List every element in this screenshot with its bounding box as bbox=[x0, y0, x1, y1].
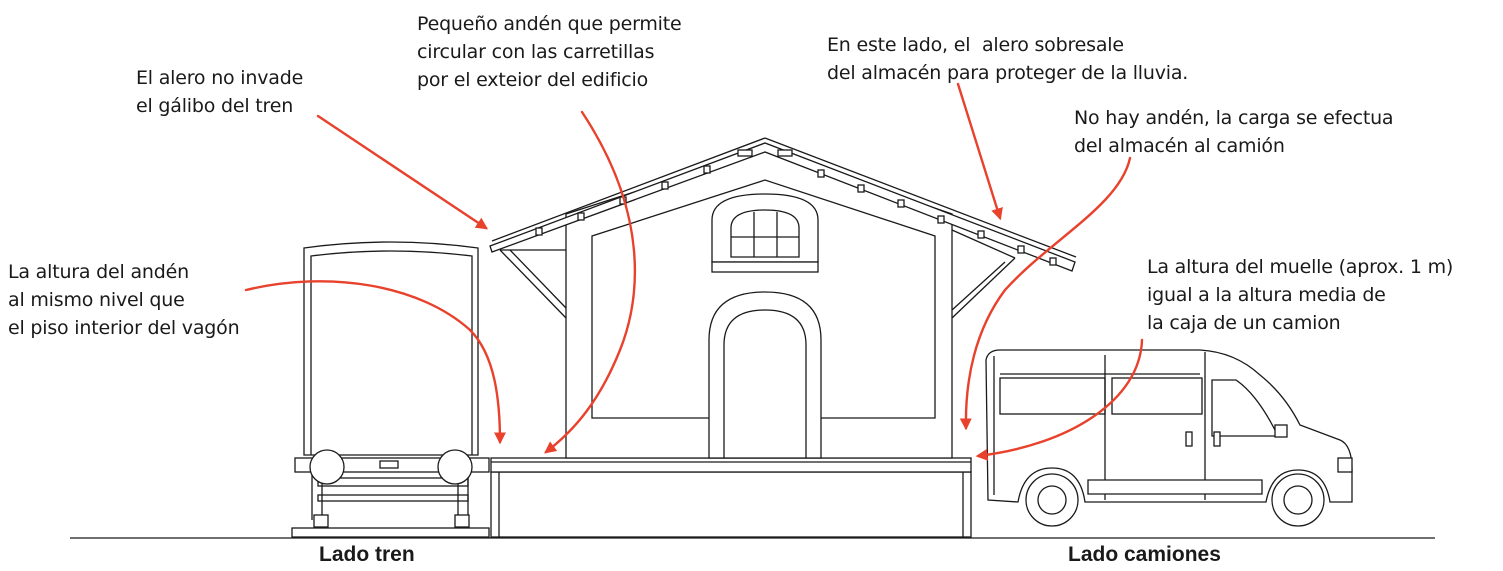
right-eave-bracket bbox=[951, 229, 1016, 319]
annotation-eave-clearance: El alero no invade el gálibo del tren bbox=[136, 67, 304, 117]
rail-wagon bbox=[291, 241, 490, 538]
train-side-label: Lado tren bbox=[319, 543, 415, 566]
annotation-arrows bbox=[244, 82, 1144, 461]
door bbox=[708, 291, 822, 459]
arrow-no-platform bbox=[959, 156, 1132, 431]
arrow-platform-height bbox=[244, 280, 506, 445]
annotation-no-platform: No hay andén, la carga se efectua del al… bbox=[1074, 107, 1394, 157]
arched-window bbox=[711, 193, 819, 273]
platform-slab bbox=[490, 457, 972, 473]
delivery-van bbox=[985, 349, 1353, 527]
annotation-dock-height: La altura del muelle (aprox. 1 m) igual … bbox=[1147, 256, 1454, 334]
warehouse-building bbox=[489, 137, 1077, 538]
truck-side-label: Lado camiones bbox=[1068, 543, 1221, 566]
arrow-eave-overhang bbox=[956, 82, 1003, 221]
annotation-eave-overhang: En este lado, el alero sobresale del alm… bbox=[827, 34, 1189, 84]
arrow-eave-clearance bbox=[316, 114, 488, 230]
dock-base bbox=[490, 471, 972, 538]
annotation-small-platform: Pequeño andén que permite circular con l… bbox=[417, 13, 682, 91]
arrow-dock-height bbox=[975, 338, 1144, 461]
arrow-small-platform bbox=[544, 110, 637, 454]
roof bbox=[489, 137, 1077, 272]
rafter-ends bbox=[535, 165, 1057, 266]
annotation-platform-height: La altura del andén al mismo nivel que e… bbox=[8, 261, 240, 339]
left-eave-bracket bbox=[499, 249, 567, 319]
